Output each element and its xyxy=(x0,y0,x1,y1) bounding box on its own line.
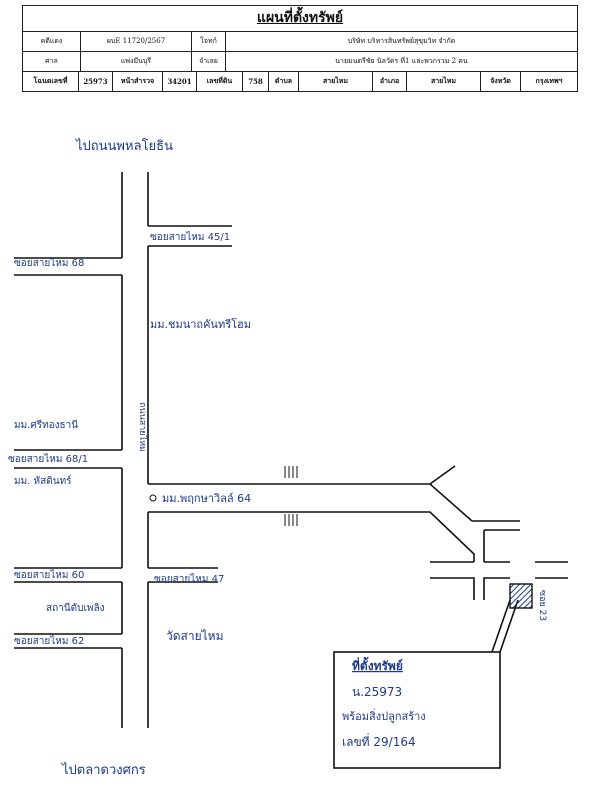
label-province: จังหวัด xyxy=(481,72,521,91)
label-soi-62: ซอยสายไหม 62 xyxy=(14,635,84,647)
header-row-deed: โฉนดเลขที่ 25973 หน้าสำรวจ 34201 เลขที่ด… xyxy=(23,72,577,91)
label-soi-23: ซอย 23 xyxy=(537,590,547,621)
label-village-pruksa: มม.พฤกษาวิลล์ 64 xyxy=(162,492,251,505)
label-soi-47: ซอยสายไหม 47 xyxy=(154,573,224,585)
label-village-sri: มม.ศรีทองธานี xyxy=(14,419,78,431)
label-district: อำเภอ xyxy=(373,72,407,91)
court-name: แพ่งมีนบุรี xyxy=(81,52,192,71)
label-temple: วัดสายไหม xyxy=(166,629,223,643)
label-deed: โฉนดเลขที่ xyxy=(23,72,79,91)
label-bottom-road: ไปตลาดวงศกร xyxy=(61,762,146,778)
pruksa-road xyxy=(148,511,475,562)
label-soi-60: ซอยสายไหม 60 xyxy=(14,569,84,581)
document-title: แผนที่ตั้งทรัพย์ xyxy=(23,6,577,32)
soi-23-road xyxy=(430,577,475,600)
deed-number: 25973 xyxy=(79,72,113,91)
label-soi-68-1: ซอยสายไหม 68/1 xyxy=(8,453,88,465)
legend-box xyxy=(333,651,501,769)
legend-house-no: เลขที่ 29/164 xyxy=(342,733,416,749)
label-soi-68: ซอยสายไหม 68 xyxy=(14,257,84,269)
header-row-case: คดีแดง ผบE 11720/2567 โจทก์ บริษัท บริหา… xyxy=(23,32,577,52)
label-top-road: ไปถนนพหลโยธิน xyxy=(75,138,173,154)
province: กรุงเทพฯ xyxy=(535,76,563,85)
label-subdistrict: ตำบล xyxy=(269,72,299,91)
soi-23-road xyxy=(483,577,510,600)
land-number: 758 xyxy=(243,72,269,91)
property-marker xyxy=(509,583,533,609)
legend-deed: น.25973 xyxy=(352,685,402,699)
label-village-chomna: มม.ชมนาถคันทรีโฮม xyxy=(150,317,251,331)
legend-title: ที่ตั้งทรัพย์ xyxy=(352,656,403,673)
leader-line xyxy=(491,599,511,653)
subdistrict: สายไหม xyxy=(299,72,373,91)
village-marker-dot xyxy=(149,494,157,502)
bridge-symbol xyxy=(284,466,298,526)
label-fire-station: สถานีดับเพลิง xyxy=(46,602,105,614)
label-plaintiff: โจทก์ xyxy=(192,32,226,51)
label-survey: หน้าสำรวจ xyxy=(113,72,163,91)
plaintiff-name: บริษัท บริหารสินทรัพย์สุขุมวิท จำกัด xyxy=(347,37,456,45)
label-case: คดีแดง xyxy=(23,32,81,51)
label-village-hatthi: มม. หัสดินทร์ xyxy=(14,475,72,487)
case-number: ผบE 11720/2567 xyxy=(81,32,192,51)
district: สายไหม xyxy=(407,72,481,91)
pruksa-road-branch xyxy=(429,465,456,485)
label-main-road: ถนนสายไหม xyxy=(137,402,148,452)
label-court: ศาล xyxy=(23,52,81,71)
survey-number: 34201 xyxy=(163,72,197,91)
label-defendant: จำเลย xyxy=(192,52,226,71)
property-info-table: แผนที่ตั้งทรัพย์ คดีแดง ผบE 11720/2567 โ… xyxy=(22,5,578,92)
road-lines xyxy=(14,172,568,769)
header-row-court: ศาล แพ่งมีนบุรี จำเลย นายมนตรีชัย นิลวัต… xyxy=(23,52,577,72)
legend-building: พร้อมสิ่งปลูกสร้าง xyxy=(342,708,426,723)
defendant-name: นายมนตรีชัย นิลวัตร ที่1 และพวกรวม 2 คน xyxy=(335,57,468,65)
label-soi-45-1: ซอยสายไหม 45/1 xyxy=(150,231,230,243)
label-land-no: เลขที่ดิน xyxy=(197,72,243,91)
